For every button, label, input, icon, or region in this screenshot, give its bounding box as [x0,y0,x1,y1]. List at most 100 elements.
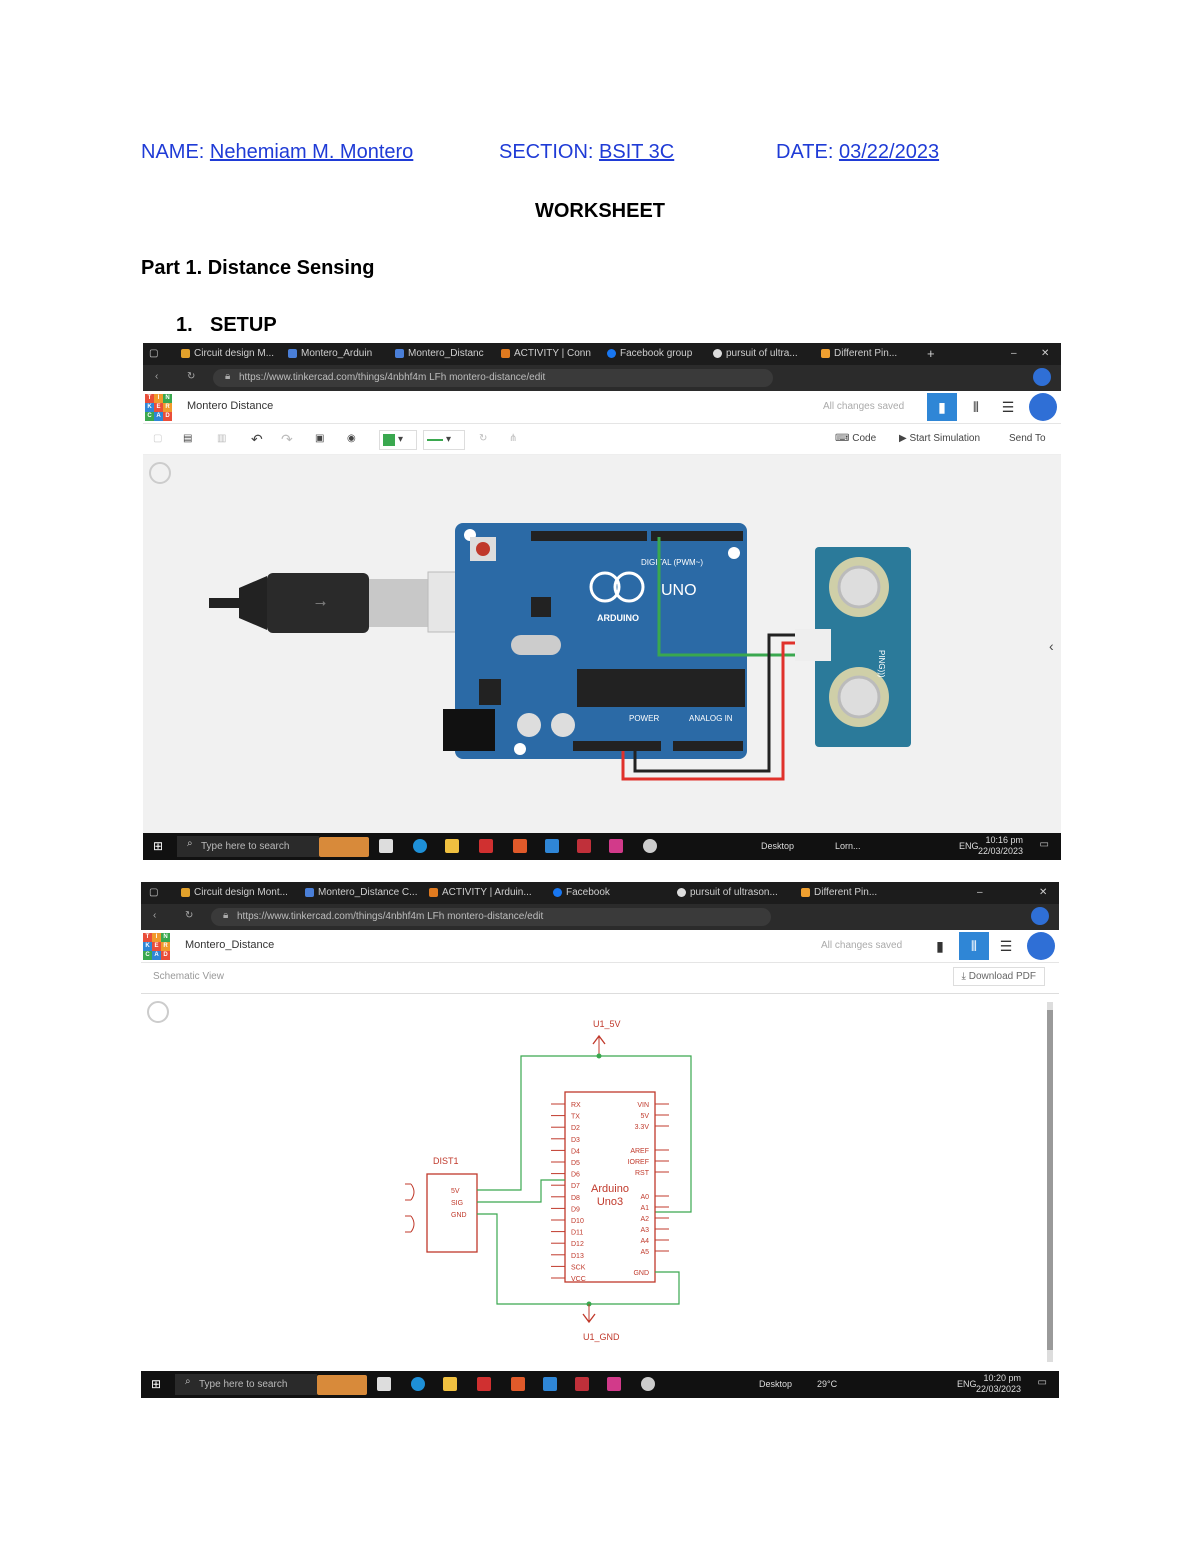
window-menu-icon[interactable]: ▢ [149,348,159,359]
app-icon[interactable] [477,1377,491,1391]
ground-label: U1_GND [583,1332,620,1342]
bing-icon[interactable] [1031,907,1049,925]
delete-icon[interactable]: ▥ [217,433,227,444]
browser-tab[interactable]: Circuit design M... [181,346,277,362]
file-explorer-icon[interactable] [445,839,459,853]
taskbar-search[interactable]: Type here to search [177,836,319,857]
edge-icon[interactable] [411,1377,425,1391]
close-window-icon[interactable]: ✕ [1041,348,1050,359]
taskbar-search[interactable]: Type here to search [175,1374,317,1395]
wire-type-picker[interactable]: ▾ [423,430,465,450]
app-icon[interactable] [513,839,527,853]
circuit-view-icon[interactable]: ▮ [936,938,944,954]
browser-tab[interactable]: pursuit of ultra... [713,346,807,362]
download-pdf-button[interactable]: ⤓ Download PDF [952,967,1045,986]
app-icon[interactable] [479,839,493,853]
window-menu-icon[interactable]: ▢ [149,887,159,898]
tinkercad-favicon [181,887,190,897]
user-avatar[interactable] [1029,393,1057,421]
start-simulation-button[interactable]: ▶ Start Simulation [899,433,981,444]
back-icon[interactable]: ‹ [153,910,157,921]
language-indicator[interactable]: ENG [959,841,979,851]
settings-gear-icon[interactable] [643,839,657,853]
browser-tab[interactable]: ACTIVITY | Conn [501,346,593,362]
visibility-icon[interactable]: ◉ [347,433,356,444]
rotate-icon[interactable]: ↻ [479,433,488,444]
component-list-icon[interactable]: ☰ [1001,399,1015,415]
browser-tab[interactable]: Montero_Distance C... [305,885,417,901]
code-button[interactable]: ⌨ Code [835,433,877,444]
notifications-icon[interactable]: ▭ [1037,1377,1047,1388]
note-icon[interactable]: ▣ [315,433,325,444]
browser-tab[interactable]: Circuit design Mont... [181,885,293,901]
circuit-canvas[interactable]: ⭢ DIGITAL (PWM~) ARDUINO UNO POWER [143,455,1061,833]
weather-widget-icon[interactable] [319,837,369,857]
send-to-button[interactable]: Send To [1009,433,1046,444]
project-name[interactable]: Montero_Distance [185,939,275,951]
task-view-icon[interactable] [377,1377,391,1391]
pin-label: D6 [571,1172,580,1179]
browser-tab[interactable]: Different Pin... [801,885,911,901]
app-icon[interactable] [577,839,591,853]
reload-icon[interactable]: ↻ [185,910,194,921]
back-icon[interactable]: ‹ [155,371,159,382]
close-window-icon[interactable]: ✕ [1039,887,1048,898]
component-list-icon[interactable]: ☰ [999,938,1013,954]
sensor-pin-label: 5V [451,1188,460,1195]
schematic-view-icon[interactable]: ⫴ [973,399,979,415]
file-explorer-icon[interactable] [443,1377,457,1391]
browser-tab[interactable]: Facebook group [607,346,699,362]
weather-readout[interactable]: 29°C [817,1379,838,1389]
app-icon[interactable] [575,1377,589,1391]
reset-button-cap [476,542,490,556]
desktop-toolbar[interactable]: Desktop [761,841,795,851]
mail-icon[interactable] [545,839,559,853]
redo-icon[interactable]: ↷ [281,431,293,447]
notifications-icon[interactable]: ▭ [1039,839,1049,850]
copy-icon[interactable]: ▢ [153,433,163,444]
arduino-symbol [564,1091,656,1283]
instagram-icon[interactable] [607,1377,621,1391]
url-field[interactable]: https://www.tinkercad.com/things/4nbhf4m… [213,369,773,387]
wire-color-picker[interactable]: ▾ [379,430,417,450]
app-icon[interactable] [511,1377,525,1391]
browser-tab[interactable]: Montero_Distanc [395,346,487,362]
windows-start-icon[interactable]: ⊞ [153,839,164,853]
browser-tab[interactable]: Montero_Arduin [288,346,380,362]
undo-icon[interactable]: ↶ [251,431,263,447]
name-label: NAME: [141,141,210,163]
settings-gear-icon[interactable] [641,1377,655,1391]
weather-widget-icon[interactable] [317,1375,367,1395]
paste-icon[interactable]: ▤ [183,433,193,444]
language-indicator[interactable]: ENG [957,1379,977,1389]
desktop-toolbar[interactable]: Desktop [759,1379,793,1389]
task-view-icon[interactable] [379,839,393,853]
bing-icon[interactable] [1033,368,1051,386]
browser-tab[interactable]: pursuit of ultrason... [677,885,789,901]
taskbar-app[interactable]: Lorn... [835,841,861,851]
new-tab-icon[interactable]: + [927,346,935,361]
schematic-view-icon[interactable]: ⫴ [959,932,989,960]
flip-icon[interactable]: ⋔ [509,433,518,444]
browser-tab-bar: ▢ Circuit design Mont... Montero_Distanc… [141,882,1059,904]
analog-header [673,741,743,751]
project-name[interactable]: Montero Distance [187,400,274,412]
minimize-icon[interactable]: – [977,887,983,898]
mail-icon[interactable] [543,1377,557,1391]
instagram-icon[interactable] [609,839,623,853]
windows-start-icon[interactable]: ⊞ [151,1377,162,1391]
browser-tab[interactable]: Facebook [553,885,665,901]
browser-tab[interactable]: Different Pin... [821,346,911,362]
minimize-icon[interactable]: – [1011,348,1017,359]
sensor-transducer-inner [837,565,881,609]
edge-icon[interactable] [413,839,427,853]
circuit-view-icon[interactable]: ▮ [927,393,957,421]
url-field[interactable]: https://www.tinkercad.com/things/4nbhf4m… [211,908,771,926]
browser-tab[interactable]: ACTIVITY | Arduin... [429,885,541,901]
reload-icon[interactable]: ↻ [187,371,196,382]
user-avatar[interactable] [1027,932,1055,960]
